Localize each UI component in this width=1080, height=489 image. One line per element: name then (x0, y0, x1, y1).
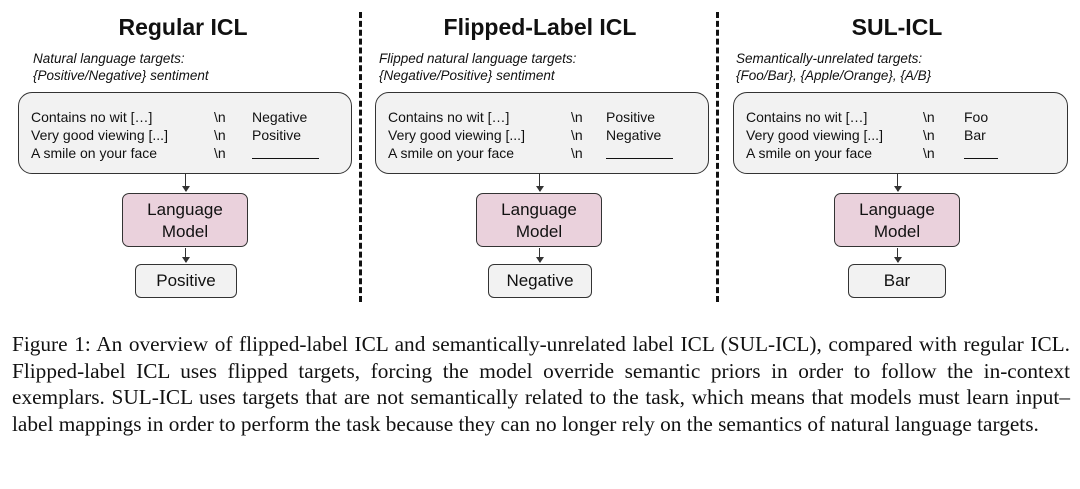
target-description: Flipped natural language targets: {Negat… (379, 50, 576, 84)
example-row: Very good viewing [...] \n Negative (388, 126, 720, 144)
example-text: Contains no wit […] (31, 109, 153, 125)
model-label-line: Language (147, 200, 223, 219)
output-box: Bar (848, 264, 946, 298)
example-row: Very good viewing [...] \n Bar (746, 126, 1079, 144)
panel-flipped-label-icl: Flipped-Label ICL Flipped natural langua… (362, 0, 718, 310)
example-row: Contains no wit […] \n Negative (31, 108, 363, 126)
answer-blank (252, 144, 319, 159)
target-desc-line: Semantically-unrelated targets: (736, 51, 923, 66)
language-model-box: Language Model (122, 193, 248, 247)
newline-token: \n (214, 109, 226, 125)
model-label-line: Language (501, 200, 577, 219)
caption-text: Figure 1: An overview of flipped-label I… (12, 332, 1070, 436)
example-text: A smile on your face (388, 145, 515, 161)
language-model-box: Language Model (834, 193, 960, 247)
output-box: Negative (488, 264, 592, 298)
example-label: Positive (252, 127, 302, 143)
output-box: Positive (135, 264, 237, 298)
newline-token: \n (923, 145, 935, 161)
model-label-line: Model (515, 222, 563, 241)
newline-token: \n (571, 145, 583, 161)
panel-regular-icl: Regular ICL Natural language targets: {P… (5, 0, 361, 310)
newline-token: \n (571, 127, 583, 143)
example-text: A smile on your face (31, 145, 158, 161)
example-text: Very good viewing [...] (31, 127, 168, 143)
newline-token: \n (571, 109, 583, 125)
example-row: A smile on your face \n (31, 144, 363, 162)
target-desc-line: Natural language targets: (33, 51, 185, 66)
arrow-down-icon (892, 248, 903, 263)
answer-blank (606, 144, 673, 159)
model-label-line: Model (873, 222, 921, 241)
target-desc-line: {Negative/Positive} sentiment (379, 68, 555, 83)
target-description: Natural language targets: {Positive/Nega… (33, 50, 209, 84)
example-text: Very good viewing [...] (746, 127, 883, 143)
example-label: Bar (964, 127, 986, 143)
newline-token: \n (214, 145, 226, 161)
arrow-down-icon (180, 248, 191, 263)
target-desc-line: {Foo/Bar}, {Apple/Orange}, {A/B} (736, 68, 932, 83)
newline-token: \n (214, 127, 226, 143)
example-text: A smile on your face (746, 145, 873, 161)
newline-token: \n (923, 109, 935, 125)
model-label-line: Model (161, 222, 209, 241)
arrow-down-icon (534, 248, 545, 263)
example-row: A smile on your face \n (388, 144, 720, 162)
example-text: Very good viewing [...] (388, 127, 525, 143)
example-label: Negative (606, 127, 662, 143)
example-label: Negative (252, 109, 308, 125)
example-row: Very good viewing [...] \n Positive (31, 126, 363, 144)
panel-title: Regular ICL (118, 14, 248, 40)
target-desc-line: Flipped natural language targets: (379, 51, 577, 66)
example-row: A smile on your face \n (746, 144, 1079, 162)
prompt-box: Contains no wit […] \n Negative Very goo… (18, 92, 352, 174)
panel-sul-icl: SUL-ICL Semantically-unrelated targets: … (719, 0, 1075, 310)
figure-caption: Figure 1: An overview of flipped-label I… (12, 331, 1070, 437)
target-desc-line: {Positive/Negative} sentiment (33, 68, 209, 83)
panel-title: Flipped-Label ICL (443, 14, 637, 40)
example-label: Positive (606, 109, 656, 125)
example-text: Contains no wit […] (746, 109, 868, 125)
example-text: Contains no wit […] (388, 109, 510, 125)
example-label: Foo (964, 109, 989, 125)
prompt-box: Contains no wit […] \n Positive Very goo… (375, 92, 709, 174)
panel-divider (359, 12, 362, 302)
model-label-line: Language (859, 200, 935, 219)
panel-title: SUL-ICL (851, 14, 943, 40)
answer-blank (964, 144, 998, 159)
newline-token: \n (923, 127, 935, 143)
example-row: Contains no wit […] \n Foo (746, 108, 1079, 126)
panel-divider (716, 12, 719, 302)
example-row: Contains no wit […] \n Positive (388, 108, 720, 126)
arrow-down-icon (892, 173, 903, 192)
language-model-box: Language Model (476, 193, 602, 247)
target-description: Semantically-unrelated targets: {Foo/Bar… (736, 50, 931, 84)
arrow-down-icon (534, 173, 545, 192)
prompt-box: Contains no wit […] \n Foo Very good vie… (733, 92, 1068, 174)
arrow-down-icon (180, 173, 191, 192)
